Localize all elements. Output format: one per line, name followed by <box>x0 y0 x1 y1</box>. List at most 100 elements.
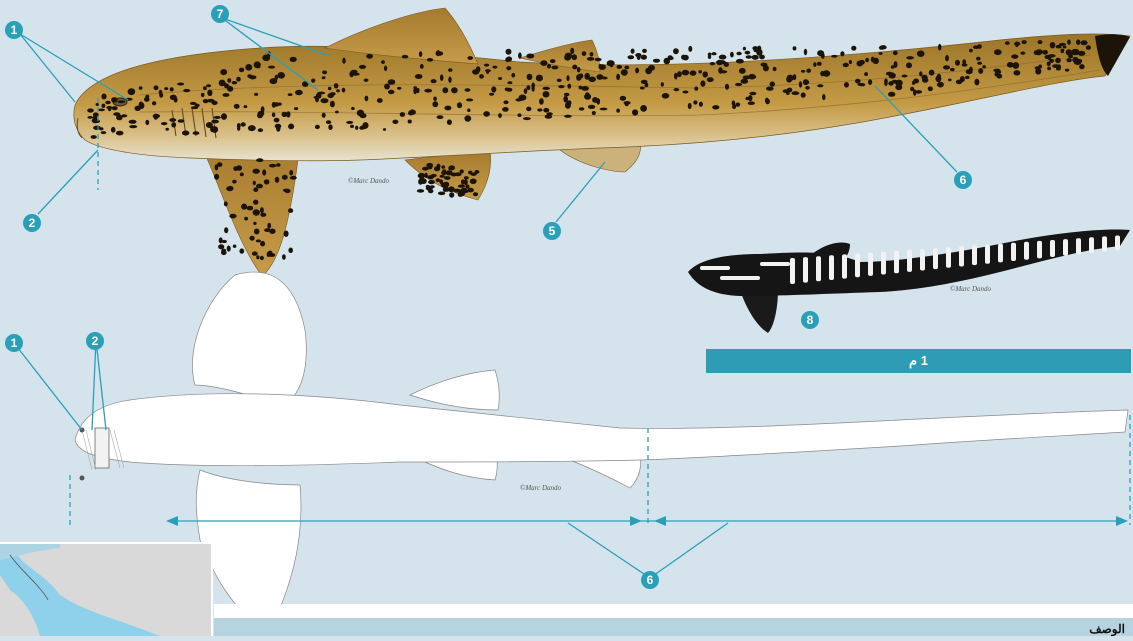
spot <box>219 80 226 87</box>
spot <box>154 85 159 90</box>
spot <box>392 120 398 124</box>
spot <box>288 124 294 130</box>
spot <box>977 62 982 65</box>
spot <box>289 170 293 175</box>
svg-text:2: 2 <box>29 216 36 230</box>
spot <box>288 93 293 96</box>
spot <box>264 228 270 232</box>
spot <box>253 200 258 205</box>
juvenile-shark: ©Marc Dando <box>688 230 1130 333</box>
spot <box>460 188 467 194</box>
spot <box>207 90 212 96</box>
spot <box>87 116 92 119</box>
spot <box>864 72 868 76</box>
spot <box>594 98 599 102</box>
spot <box>170 95 177 100</box>
spot <box>674 73 678 80</box>
spot <box>1045 55 1052 59</box>
spot <box>1005 41 1010 45</box>
svg-text:7: 7 <box>217 7 224 21</box>
spot <box>201 93 205 97</box>
spot <box>256 239 261 242</box>
spot <box>420 64 424 69</box>
spot <box>145 120 149 125</box>
spot <box>1067 39 1071 44</box>
spot <box>139 102 144 109</box>
stripe <box>1115 236 1120 251</box>
spot <box>116 131 124 136</box>
spot <box>359 65 366 69</box>
spot <box>515 98 522 101</box>
spot <box>564 115 572 118</box>
spot <box>928 86 933 91</box>
spot <box>234 104 240 109</box>
spot <box>888 92 895 97</box>
spot <box>113 112 120 116</box>
spot <box>105 101 111 105</box>
spot <box>239 248 244 253</box>
spot <box>787 75 794 82</box>
spot <box>419 51 422 57</box>
spot <box>1020 52 1025 55</box>
spot <box>711 52 716 55</box>
spot <box>330 101 335 108</box>
spot <box>364 79 369 82</box>
spot <box>360 113 367 118</box>
spot <box>270 78 278 84</box>
spot <box>178 119 185 123</box>
spot <box>637 54 641 60</box>
spot <box>171 122 176 127</box>
spot <box>96 103 99 106</box>
spot <box>383 128 386 131</box>
spot <box>765 99 770 105</box>
spot <box>408 120 412 124</box>
spot <box>402 55 409 59</box>
stripe <box>700 266 730 270</box>
spot <box>793 46 797 50</box>
spot <box>640 87 645 90</box>
spot <box>101 94 106 100</box>
stripe <box>881 252 886 275</box>
spot <box>409 109 416 115</box>
shark-body <box>74 34 1130 161</box>
spot <box>1034 50 1039 55</box>
stripe <box>894 251 899 273</box>
spot <box>653 59 660 63</box>
spot <box>250 236 255 241</box>
juvenile-pectoral-fin <box>740 290 778 333</box>
spot <box>682 70 690 76</box>
spot <box>736 59 744 64</box>
spot <box>917 50 925 57</box>
spot <box>260 213 266 217</box>
spot <box>169 118 176 122</box>
spot <box>806 69 811 73</box>
spot <box>240 173 244 177</box>
spot <box>840 51 844 56</box>
spot <box>813 62 816 67</box>
spot <box>1086 45 1091 50</box>
spot <box>365 96 369 102</box>
spot <box>420 179 425 184</box>
spot <box>577 67 581 72</box>
spot <box>206 84 211 87</box>
spot <box>397 87 401 90</box>
spot <box>101 131 107 134</box>
spot <box>346 121 353 124</box>
spot <box>221 240 227 243</box>
spot <box>381 60 385 64</box>
spot <box>467 56 473 60</box>
spot <box>748 101 755 105</box>
spot <box>879 52 883 55</box>
spot <box>256 184 263 189</box>
spot <box>449 165 455 170</box>
spot <box>214 174 219 180</box>
spot <box>182 131 189 136</box>
spot <box>444 176 451 180</box>
stripe <box>760 262 790 266</box>
spot <box>328 93 334 98</box>
spot <box>801 70 805 73</box>
pectoral-fin-upper <box>192 272 306 405</box>
spot <box>884 81 887 86</box>
spot <box>258 128 263 132</box>
